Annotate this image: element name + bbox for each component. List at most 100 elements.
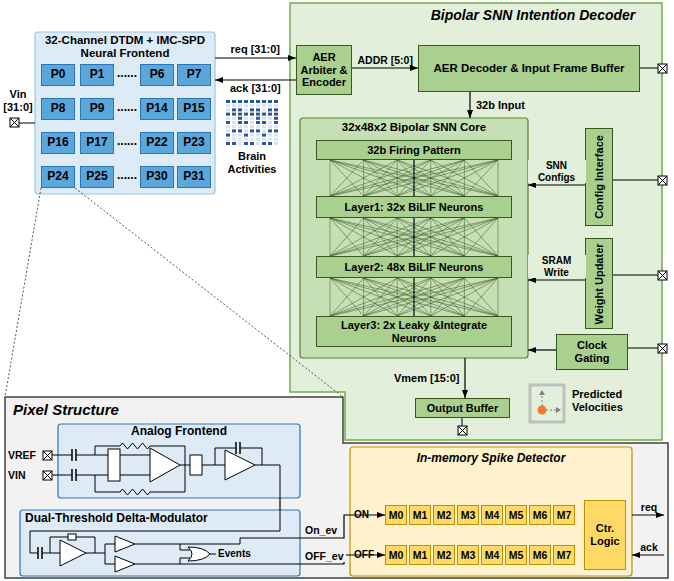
process-box: Layer2: 48x BiLIF Neurons — [316, 256, 512, 278]
node-label: M2 — [437, 549, 452, 561]
pin-cross — [10, 118, 19, 127]
pixel-box: P16 — [41, 132, 75, 154]
raster-cell — [244, 142, 248, 145]
pin-wire — [628, 348, 658, 349]
reset-switch — [68, 534, 76, 540]
wire — [255, 465, 280, 498]
connector — [528, 184, 585, 185]
pin-wire — [640, 68, 658, 69]
raster-cell — [226, 134, 230, 137]
resistor-symbol — [120, 443, 150, 449]
raster-cell — [238, 108, 242, 111]
pixel-box: P22 — [140, 132, 174, 154]
raster-cell — [232, 142, 236, 145]
raster-cell — [262, 142, 266, 145]
synapse-line — [330, 278, 431, 316]
signal-label: ...... — [114, 169, 140, 183]
raster-cell — [256, 113, 260, 116]
node-label: P24 — [47, 170, 68, 184]
wire — [180, 465, 190, 466]
raster-cell — [256, 108, 260, 111]
synapse-line — [397, 278, 431, 316]
raster-cell — [238, 138, 242, 141]
raster-cell — [238, 100, 242, 103]
raster-cell — [238, 117, 242, 120]
raster-cell — [226, 100, 230, 103]
raster-cell — [238, 113, 242, 116]
node-label: P17 — [86, 136, 107, 150]
node-label: M7 — [557, 549, 572, 561]
raster-cell — [268, 108, 272, 111]
group-title: Bipolar SNN Intention Decoder — [408, 7, 658, 23]
raster-cell — [250, 129, 254, 132]
raster-cell — [274, 138, 278, 141]
synapse-line — [397, 278, 498, 316]
raster-cell — [226, 117, 230, 120]
pin-cross — [43, 471, 52, 480]
container-outline — [300, 118, 528, 358]
group-title: Pixel Structure — [13, 401, 163, 418]
memory-cell: M2 — [433, 545, 455, 565]
synapse-line — [330, 218, 464, 256]
raster-cell — [268, 113, 272, 116]
synapse-line — [364, 160, 498, 196]
memory-cell: M6 — [529, 545, 551, 565]
opamp-symbol — [150, 448, 180, 482]
pin-cross — [658, 271, 667, 280]
memory-cell: M3 — [457, 505, 479, 525]
node-label: Config Interface — [593, 135, 606, 219]
synapse-line — [330, 218, 364, 256]
node-label: Layer2: 48x BiLIF Neurons — [345, 261, 484, 274]
or-gate — [188, 547, 210, 561]
synapse-line — [330, 218, 498, 256]
synapse-line — [364, 218, 465, 256]
chopper-switch — [190, 455, 202, 475]
raster-cell — [262, 129, 266, 132]
edge-label: SRAM Write — [528, 255, 586, 278]
edge-label: ack [31:0] — [228, 82, 283, 95]
synapse-line — [330, 218, 431, 256]
synapse-line — [330, 278, 331, 316]
synapse-line — [364, 278, 498, 316]
node-label: M3 — [461, 549, 476, 561]
container-outline — [350, 447, 632, 576]
memory-cell: M0 — [385, 505, 407, 525]
node-label: M3 — [461, 509, 476, 521]
synapse-line — [464, 218, 498, 256]
group-box: M0M1M2M3M4M5M6M7M0M1M2M3M4M5M6M7Ctr. Log… — [350, 447, 632, 576]
raster-cell — [238, 121, 242, 124]
memory-cell: M5 — [505, 505, 527, 525]
raster-cell — [250, 142, 254, 145]
synapse-mesh — [330, 160, 498, 316]
synapse-line — [330, 278, 364, 316]
pin-cross — [658, 271, 667, 280]
synapse-line — [431, 160, 498, 196]
raster-cell — [226, 129, 230, 132]
raster-cell — [250, 121, 254, 124]
raster-cell — [232, 129, 236, 132]
output-icon: Predicted Velocities — [528, 380, 658, 428]
node-label: Output Buffer — [427, 402, 498, 415]
node-label: M1 — [413, 509, 428, 521]
synapse-line — [397, 218, 498, 256]
node-label: M5 — [509, 509, 524, 521]
synapse-line — [364, 278, 498, 316]
node-label: P15 — [183, 102, 204, 116]
synapse-line — [364, 278, 465, 316]
raster-cell — [262, 125, 266, 128]
memory-cell: M2 — [433, 505, 455, 525]
raster-cell — [274, 117, 278, 120]
raster-cell — [238, 125, 242, 128]
node-label: P7 — [187, 68, 202, 82]
arrow-head — [539, 390, 545, 395]
pixel-box: P1 — [80, 64, 114, 86]
raster-cell — [244, 138, 248, 141]
node-label: M5 — [509, 549, 524, 561]
raster-cell — [256, 138, 260, 141]
wire — [42, 553, 60, 554]
raster-cell — [226, 113, 230, 116]
wire — [210, 554, 216, 555]
pin-cross — [658, 344, 667, 353]
signal-label: ...... — [114, 135, 140, 149]
raster-cell — [250, 138, 254, 141]
